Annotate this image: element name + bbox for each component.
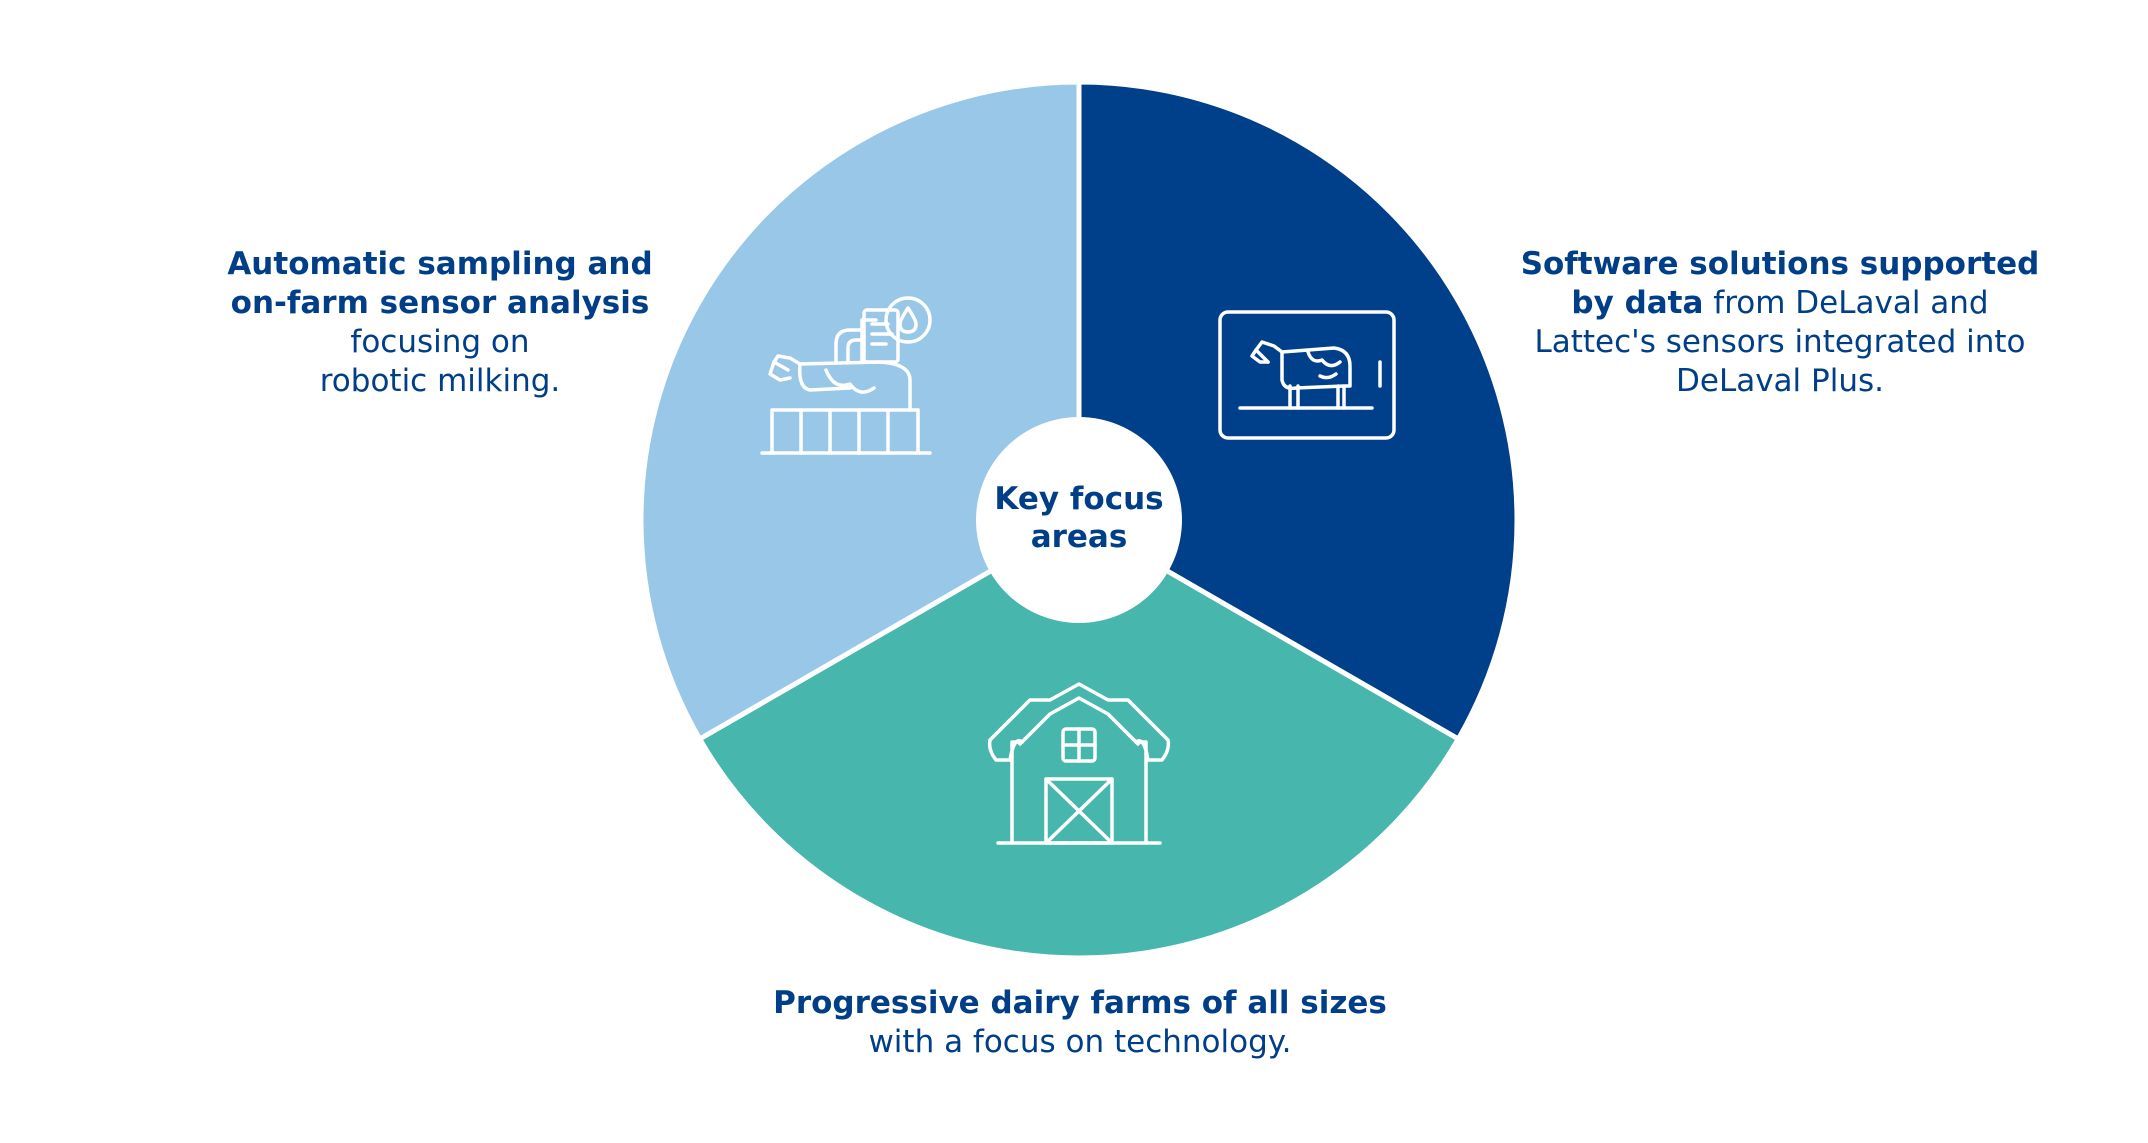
label-software: Software solutions supported by data fro… <box>1500 245 2060 401</box>
label-software-mixed-bold: by data <box>1571 285 1704 321</box>
label-sampling-bold-1: Automatic sampling and <box>227 246 653 282</box>
label-sampling-normal-1: focusing on <box>350 324 530 360</box>
barn-icon <box>987 682 1171 845</box>
label-farms: Progressive dairy farms of all sizes wit… <box>700 984 1460 1062</box>
label-sampling: Automatic sampling and on-farm sensor an… <box>180 245 700 401</box>
label-software-normal-2: DeLaval Plus. <box>1676 363 1884 399</box>
monitor-cow-icon <box>1218 310 1396 440</box>
label-farms-normal-1: with a focus on technology. <box>868 1024 1292 1060</box>
label-software-normal-1: Lattec's sensors integrated into <box>1534 324 2026 360</box>
center-label: Key focus areas <box>974 480 1184 556</box>
label-software-mixed: by data from DeLaval and <box>1500 284 2060 323</box>
segment-software <box>1076 79 1520 743</box>
label-sampling-bold-2: on-farm sensor analysis <box>230 285 650 321</box>
label-software-bold-1: Software solutions supported <box>1520 246 2040 282</box>
label-sampling-normal-2: robotic milking. <box>319 363 561 399</box>
label-software-mixed-normal: from DeLaval and <box>1703 285 1989 321</box>
label-farms-bold-1: Progressive dairy farms of all sizes <box>773 985 1387 1021</box>
cow-milking-robot-icon <box>760 296 932 455</box>
center-circle <box>976 417 1182 623</box>
center-label-line-1: Key focus <box>994 481 1164 517</box>
center-label-line-2: areas <box>1030 519 1128 555</box>
